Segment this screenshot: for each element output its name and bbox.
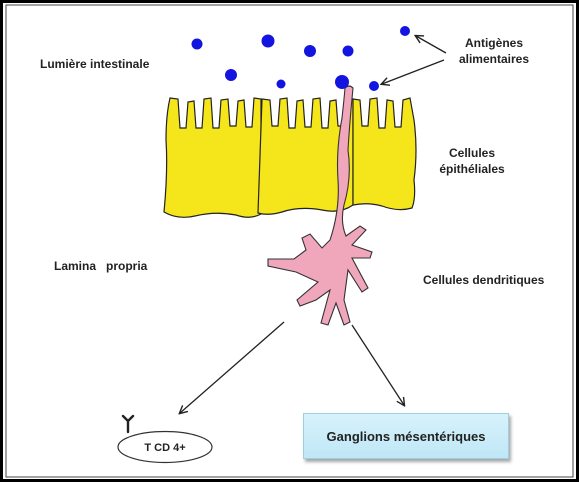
antigen-dot (192, 39, 203, 50)
label-antigenes-line1: Antigènes (452, 35, 536, 51)
antigen-dot (277, 80, 286, 89)
antigen-arrow-1 (416, 36, 446, 53)
ganglions-box: Ganglions mésentériques (303, 413, 509, 459)
antigen-dot (304, 45, 316, 57)
label-cellules-epitheliales-line2: épithéliales (432, 161, 512, 177)
antigens (192, 26, 411, 91)
label-antigenes: Antigènes alimentaires (452, 35, 536, 67)
tcell-label: T CD 4+ (144, 442, 185, 454)
antigen-dot (343, 46, 354, 57)
antigen-arrow-2 (382, 60, 444, 84)
label-lumiere: Lumière intestinale (40, 56, 149, 72)
label-cellules-epitheliales: Cellules épithéliales (432, 145, 512, 177)
inner-frame (6, 5, 573, 477)
arrow-to-ganglions (352, 325, 404, 405)
epithelial-cell-1 (164, 98, 261, 217)
label-lamina-propria: Lamina propria (54, 258, 147, 274)
tcell-receptor-icon (123, 416, 133, 432)
epithelial-cell-3 (353, 98, 416, 210)
label-cellules-dendritiques: Cellules dendritiques (423, 272, 544, 288)
label-antigenes-line2: alimentaires (452, 51, 536, 67)
antigen-dot (400, 26, 410, 36)
antigen-dot (262, 35, 275, 48)
tcell-label-wrap: T CD 4+ (118, 432, 212, 463)
ganglions-label: Ganglions mésentériques (327, 429, 486, 444)
antigen-dot (369, 81, 379, 91)
antigen-dot (225, 69, 237, 81)
arrow-to-tcell (180, 322, 284, 413)
epithelial-cells (164, 98, 416, 217)
label-cellules-epitheliales-line1: Cellules (432, 145, 512, 161)
antigen-dot (335, 75, 349, 89)
